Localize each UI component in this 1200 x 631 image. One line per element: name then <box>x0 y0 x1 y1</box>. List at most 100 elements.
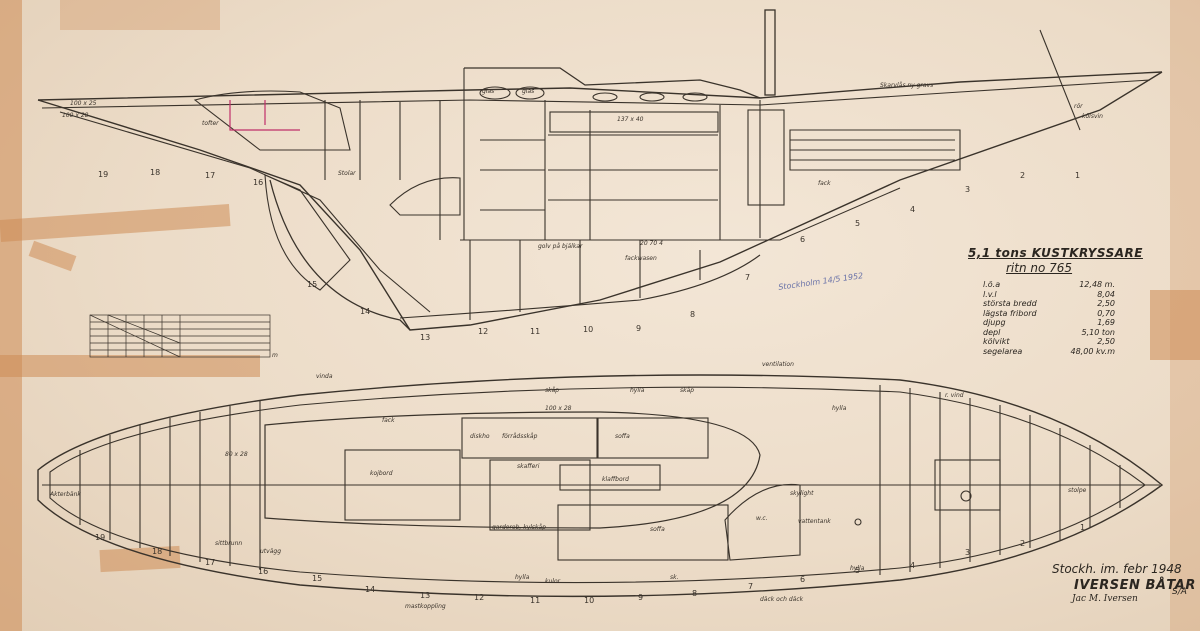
spec-label: djupg <box>983 318 1006 327</box>
label-sk: sk. <box>670 574 679 581</box>
station-label: 19 <box>95 533 105 542</box>
spec-label: segelarea <box>983 346 1023 356</box>
station-label: 15 <box>312 574 322 583</box>
station-label: 4 <box>910 205 915 214</box>
label-skarvlas: Skarvlås ny gravs <box>880 82 934 89</box>
station-label: 3 <box>965 185 970 194</box>
company-name: IVERSEN BÅTAR <box>1074 578 1196 593</box>
label-kulor: kulor <box>545 578 561 585</box>
label-fack: fack <box>818 180 831 187</box>
spec-row: största bredd 2,50 <box>983 299 1115 309</box>
station-label: 2 <box>1020 171 1025 180</box>
station-label: 6 <box>800 575 805 584</box>
station-label: 11 <box>530 327 540 336</box>
label-beam1: 100 x 25 <box>70 100 97 107</box>
drawing-title: 5,1 tons KUSTKRYSSARE <box>968 246 1143 260</box>
tape-strip <box>60 0 220 30</box>
label-rvinda: r. vind <box>945 392 964 399</box>
label-skap2: skåp <box>545 387 560 394</box>
label-stolpe: stolpe <box>1068 487 1087 494</box>
station-label: 2 <box>1020 539 1025 548</box>
station-label: 18 <box>150 168 160 177</box>
station-label: 14 <box>365 585 375 594</box>
spec-value: 1,69 <box>1097 318 1115 327</box>
label-fackvasen: fackwasen <box>625 255 657 262</box>
drawing-number: ritn no 765 <box>1006 261 1073 275</box>
label-sittbrunn: sittbrunn <box>215 540 243 547</box>
spec-label: kölvikt <box>983 337 1010 346</box>
spec-row: l.v.l 8,04 <box>983 290 1115 300</box>
spec-label: största bredd <box>983 299 1037 308</box>
scale-unit: m <box>272 352 278 359</box>
spec-value: 2,50 <box>1097 299 1115 308</box>
label-dekk: däck och däck <box>760 596 804 603</box>
label-fack1: fack <box>382 417 395 424</box>
label-moltik: mastkoppling <box>405 603 446 610</box>
station-label: 16 <box>258 567 268 576</box>
label-aktern: Akterbänk <box>50 491 81 498</box>
label-skafferi: skafferi <box>517 463 540 470</box>
station-label: 17 <box>205 558 215 567</box>
label-window: glas <box>482 88 495 95</box>
tape-strip <box>0 0 22 631</box>
label-skap: skåp <box>680 387 695 394</box>
company-suffix: S/A <box>1172 587 1187 597</box>
station-label: 13 <box>420 333 430 342</box>
spec-row: lägsta fribord 0,70 <box>983 309 1115 319</box>
spec-value: 12,48 m. <box>1079 280 1115 289</box>
label-beam4: 100 x 28 <box>545 405 572 412</box>
spec-label: l.ö.a <box>983 280 1001 289</box>
station-label: 19 <box>98 170 108 179</box>
label-vinda: vinda <box>316 373 333 380</box>
label-garderob: garderob, kylskåp <box>492 524 546 531</box>
label-diskho: diskho <box>470 433 490 440</box>
station-label: 5 <box>855 219 860 228</box>
label-skylight: skylight <box>790 490 814 497</box>
spec-row: djupg 1,69 <box>983 318 1115 328</box>
label-beam2: 100 x 28 <box>62 112 89 119</box>
station-label: 15 <box>307 280 317 289</box>
spec-label: l.v.l <box>983 289 997 299</box>
label-klaffbord: klaffbord <box>602 476 629 483</box>
label-utvagg: utvägg <box>260 548 281 555</box>
spec-label: depl <box>983 327 1001 337</box>
station-label: 1 <box>1075 171 1080 180</box>
station-label: 12 <box>474 593 484 602</box>
station-label: 8 <box>692 589 697 598</box>
station-label: 18 <box>152 547 162 556</box>
spec-label: lägsta fribord <box>983 308 1037 318</box>
spec-value: 0,70 <box>1097 308 1115 318</box>
spec-row: l.ö.a 12,48 m. <box>983 280 1115 290</box>
station-label: 13 <box>420 591 430 600</box>
label-durkplank: golv på bjälkar <box>538 243 583 250</box>
station-label: 7 <box>748 582 753 591</box>
station-label: 17 <box>205 171 215 180</box>
label-soffa2: soffa <box>650 526 665 533</box>
label-ror: rör <box>1074 103 1083 110</box>
drawing-date: Stockh. im. febr 1948 <box>1052 562 1182 576</box>
station-label: 9 <box>636 324 641 333</box>
spec-value: 8,04 <box>1097 289 1115 299</box>
label-hylla2: hylla <box>832 405 847 412</box>
spec-value: 2,50 <box>1097 337 1115 346</box>
label-forrad: förrådsskåp <box>502 433 538 440</box>
station-label: 12 <box>478 327 488 336</box>
label-ventil: ventilation <box>762 361 794 368</box>
label-stolar: Stolar <box>338 170 356 177</box>
station-label: 9 <box>638 593 643 602</box>
label-tankar: vattentank <box>798 518 831 525</box>
station-label: 10 <box>584 596 594 605</box>
station-label: 10 <box>583 325 593 334</box>
station-label: 8 <box>690 310 695 319</box>
tape-strip <box>1150 290 1200 360</box>
spec-table: l.ö.a 12,48 m. l.v.l 8,04 största bredd 2,5… <box>983 280 1115 356</box>
station-label: 1 <box>1080 523 1085 532</box>
label-hylla4: hylla <box>850 565 865 572</box>
label-sektion: 20 70 4 <box>640 240 663 247</box>
tape-strip <box>0 355 260 377</box>
station-label: 5 <box>855 566 860 575</box>
station-label: 14 <box>360 307 370 316</box>
